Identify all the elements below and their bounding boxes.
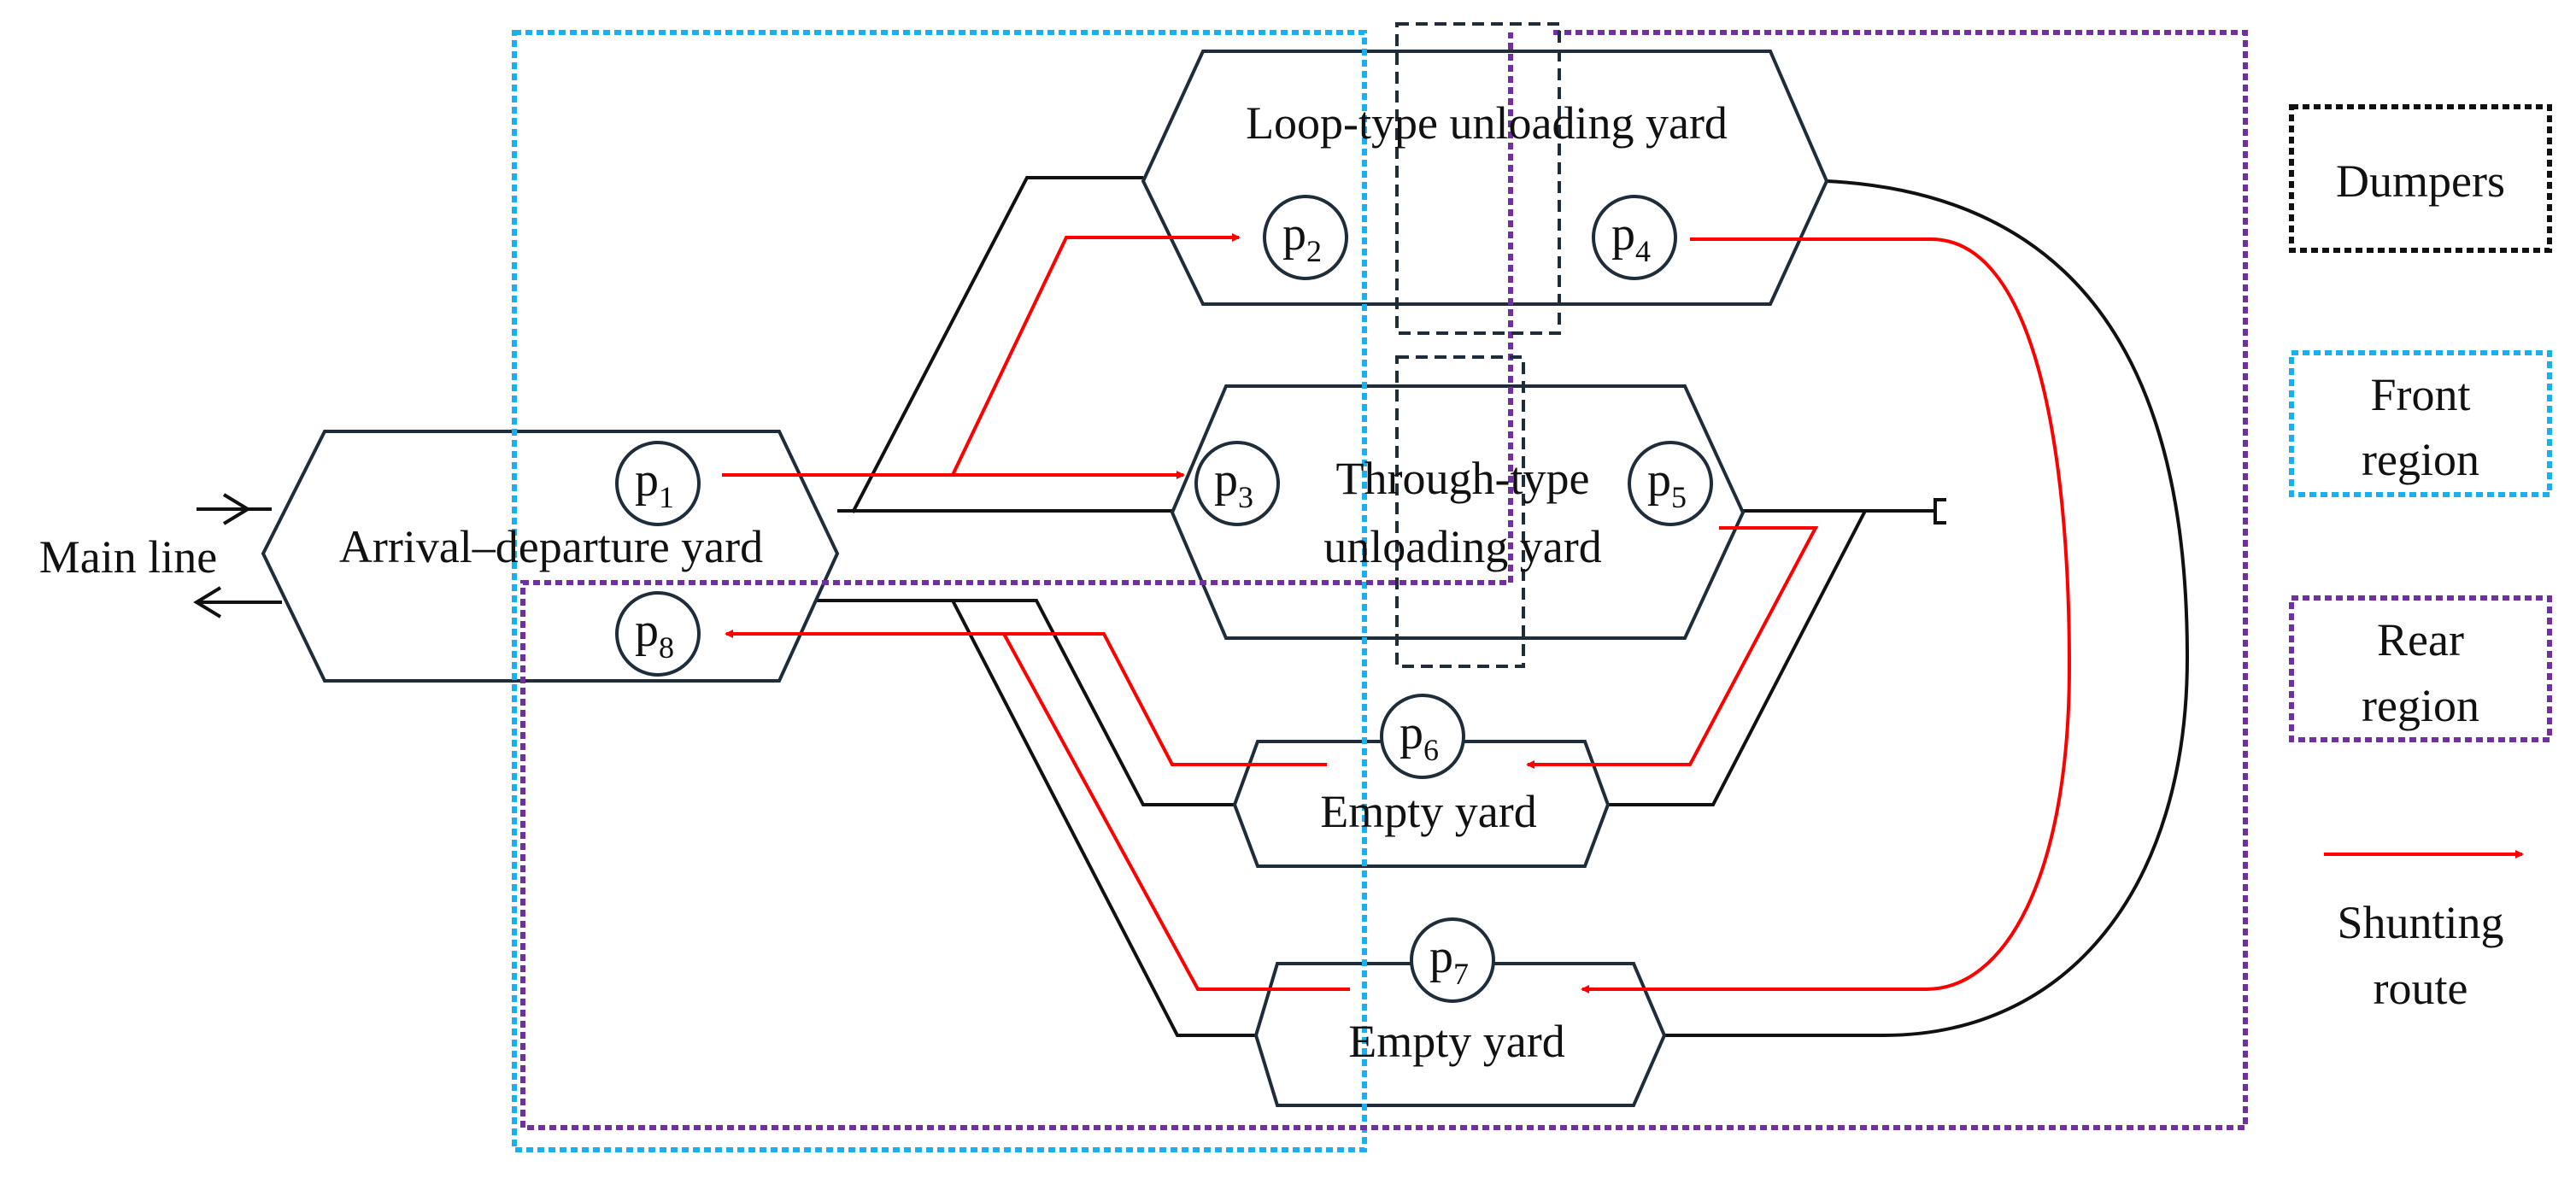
loop-type-unloading-yard (1141, 50, 1829, 306)
label-main-line: Main line (39, 531, 217, 583)
legend-rear-swatch (2289, 595, 2552, 742)
shunting-routes (722, 233, 2072, 993)
node-p2-label: p2 (1282, 208, 1322, 268)
node-p6: p6 (1380, 694, 1465, 779)
buffer-stop (1933, 498, 1946, 525)
label-empty-yard-1: Empty yard (1320, 786, 1536, 837)
legend-front-label-line1: Front (2370, 369, 2470, 420)
dumper-box-2 (1395, 355, 1525, 668)
track-to-empty-yard-1 (812, 599, 1235, 806)
node-p6-label: p6 (1399, 706, 1439, 767)
node-p3-letter: p (1214, 454, 1238, 507)
node-p8-subscript: 8 (659, 630, 674, 665)
node-p6-letter: p (1399, 706, 1423, 759)
node-p8-circle (615, 591, 701, 677)
main-line-out-arrowhead (193, 586, 222, 618)
node-p5-letter: p (1647, 454, 1671, 507)
node-p7-label: p7 (1429, 930, 1469, 991)
track-to-empty-yard-2 (812, 599, 1256, 1037)
route-p1-to-p2 (951, 233, 1241, 476)
legend-rear-label-line2: region (2362, 680, 2479, 731)
node-p2-circle (1263, 195, 1348, 280)
empty-yard-1 (1232, 740, 1611, 868)
node-p5-circle (1628, 441, 1713, 526)
node-p3: p3 (1194, 441, 1280, 526)
node-p7-subscript: 7 (1453, 957, 1469, 991)
node-p4-letter: p (1611, 208, 1635, 261)
node-p7-circle (1410, 917, 1495, 1003)
label-through-type-line2: unloading yard (1323, 521, 1601, 572)
dumper-box-1 (1395, 22, 1561, 335)
node-p8-label: p8 (635, 604, 674, 665)
route-p6-to-p8 (725, 630, 1327, 766)
legend-dumpers-label: Dumpers (2336, 155, 2505, 207)
node-p4-circle (1592, 195, 1677, 280)
node-p4-subscript: 4 (1635, 234, 1651, 268)
node-p1-letter: p (635, 454, 659, 507)
label-empty-yard-2: Empty yard (1348, 1016, 1564, 1067)
legend-front-label-line2: region (2362, 434, 2479, 485)
node-p3-subscript: 3 (1238, 480, 1253, 514)
through-type-unloading-yard (1170, 384, 1746, 640)
node-p2: p2 (1263, 195, 1348, 280)
label-loop-type-unloading-yard: Loop-type unloading yard (1246, 97, 1728, 149)
region-boxes (512, 22, 2248, 1152)
track-to-loop-yard (851, 176, 1143, 513)
legend-shunting-label-line1: Shunting (2337, 897, 2503, 948)
node-p1-subscript: 1 (659, 480, 674, 514)
rear-region-box (520, 30, 2248, 1130)
node-p1-circle (615, 441, 701, 526)
node-p8: p8 (615, 591, 701, 677)
node-p8-letter: p (635, 604, 659, 657)
route-p4-to-p7 (1581, 237, 2072, 993)
return-loop-track (1664, 179, 2190, 1037)
node-p5-label: p5 (1647, 454, 1687, 514)
node-p3-circle (1194, 441, 1280, 526)
main-line-in-arrowhead (222, 493, 251, 525)
track-through-to-empty-yard-1 (1608, 510, 1867, 806)
node-p3-label: p3 (1214, 454, 1253, 514)
node-p1-label: p1 (635, 454, 674, 514)
node-p6-subscript: 6 (1423, 733, 1439, 767)
label-through-type-line1: Through-type (1336, 453, 1590, 504)
yard-labels: Arrival–departure yard Loop-type unloadi… (39, 97, 1728, 1067)
node-p4-label: p4 (1611, 208, 1651, 268)
route-p5-to-p6 (1526, 526, 1819, 769)
label-arrival-departure-yard: Arrival–departure yard (339, 521, 763, 572)
node-p5-subscript: 5 (1671, 480, 1687, 514)
legend-rear-label-line1: Rear (2377, 614, 2464, 665)
front-region-box (512, 30, 1367, 1152)
legend-dumpers-swatch (2289, 104, 2552, 253)
node-p7: p7 (1410, 917, 1495, 1003)
yards (261, 50, 1829, 1107)
tracks (193, 176, 2190, 1037)
node-p7-letter: p (1429, 930, 1453, 983)
node-p4: p4 (1592, 195, 1677, 280)
route-p7-to-p8 (1002, 633, 1350, 991)
node-p5: p5 (1628, 441, 1713, 526)
node-p1: p1 (615, 441, 701, 526)
legend-front-swatch (2289, 350, 2552, 497)
node-p6-circle (1380, 694, 1465, 779)
legend-shunting-label-line2: route (2374, 963, 2468, 1014)
empty-yard-2 (1253, 962, 1667, 1107)
node-p2-subscript: 2 (1306, 234, 1322, 268)
node-p2-letter: p (1282, 208, 1306, 261)
legend: Dumpers Front region Rear region Shuntin… (2289, 104, 2552, 1014)
